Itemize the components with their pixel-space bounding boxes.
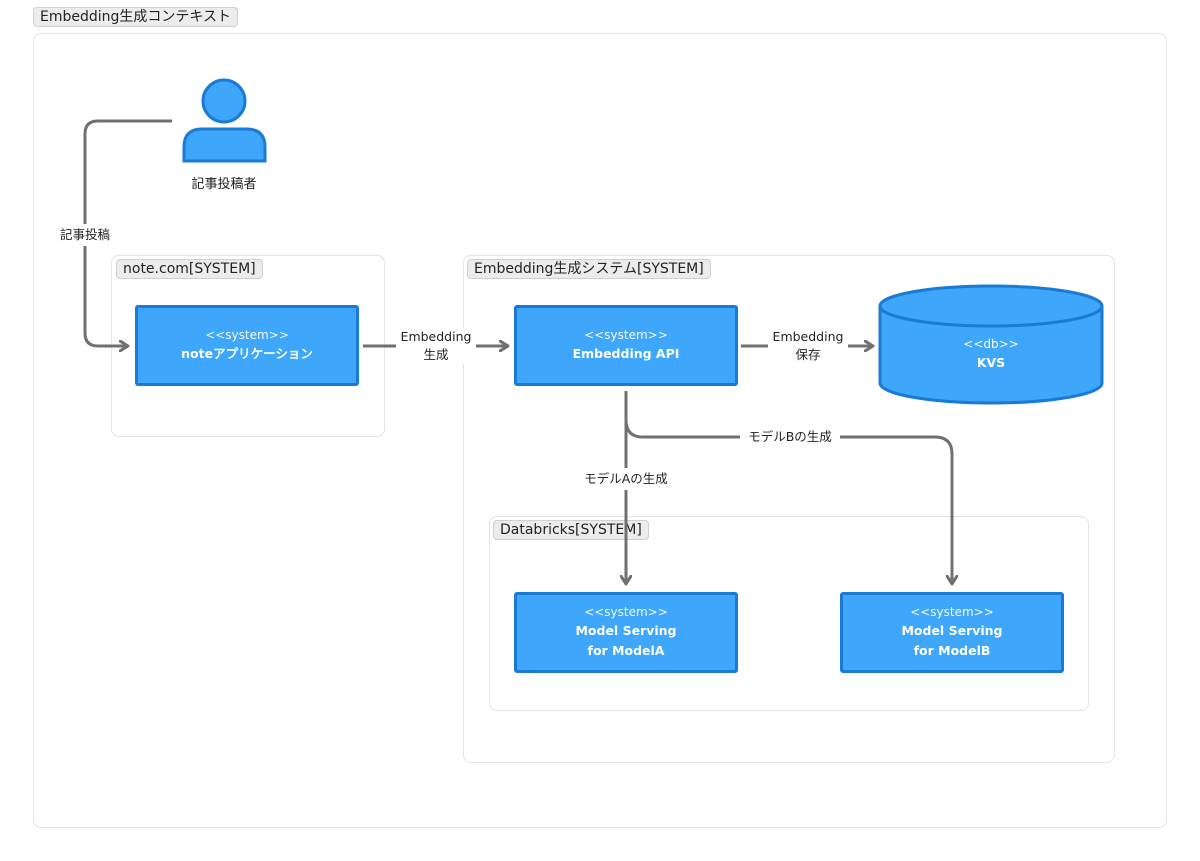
note-boundary-title: note.com[SYSTEM] xyxy=(116,259,263,279)
person-icon xyxy=(182,78,267,163)
edge-model-b xyxy=(624,419,952,584)
model-b-name-line2: for ModelB xyxy=(913,643,991,658)
kvs-stereotype: <<db>> xyxy=(963,337,1019,351)
edge-save-label-line2: 保存 xyxy=(795,347,821,362)
kvs-cylinder xyxy=(878,284,1104,405)
kvs-node[interactable]: <<db>> KVS xyxy=(880,336,1102,386)
model-a-stereotype: <<system>> xyxy=(584,605,668,619)
edge-generate-label-line2: 生成 xyxy=(423,347,449,362)
databricks-boundary-title: Databricks[SYSTEM] xyxy=(493,520,649,540)
context-title: Embedding生成コンテキスト xyxy=(33,7,238,27)
edge-model-b-label: モデルBの生成 xyxy=(740,428,840,446)
embedding-api-node[interactable]: <<system>> Embedding API xyxy=(514,305,738,386)
model-b-stereotype: <<system>> xyxy=(910,605,994,619)
edge-save-label-line1: Embedding xyxy=(772,329,844,344)
embedding-api-name: Embedding API xyxy=(572,346,680,361)
context-boundary xyxy=(33,33,1167,828)
note-app-stereotype: <<system>> xyxy=(205,328,289,342)
note-app-node[interactable]: <<system>> noteアプリケーション xyxy=(135,305,359,386)
edge-model-a-label: モデルAの生成 xyxy=(576,468,676,490)
databricks-boundary xyxy=(489,516,1089,711)
kvs-name: KVS xyxy=(976,355,1006,370)
model-b-node[interactable]: <<system>> Model Serving for ModelB xyxy=(840,592,1064,673)
embedding-api-stereotype: <<system>> xyxy=(584,328,668,342)
edge-generate-label-line1: Embedding xyxy=(400,329,472,344)
model-a-node[interactable]: <<system>> Model Serving for ModelA xyxy=(514,592,738,673)
edge-post-label: 記事投稿 xyxy=(56,224,114,246)
embedding-boundary-title: Embedding生成システム[SYSTEM] xyxy=(467,259,711,279)
edge-save-label: Embedding 保存 xyxy=(768,328,848,364)
edge-generate-label: Embedding 生成 xyxy=(396,328,476,364)
note-app-name: noteアプリケーション xyxy=(181,346,313,361)
model-a-name-line2: for ModelA xyxy=(587,643,665,658)
actor-label: 記事投稿者 xyxy=(191,177,257,192)
embedding-boundary xyxy=(463,255,1115,763)
model-a-name-line1: Model Serving xyxy=(575,623,677,638)
model-b-name-line1: Model Serving xyxy=(901,623,1003,638)
